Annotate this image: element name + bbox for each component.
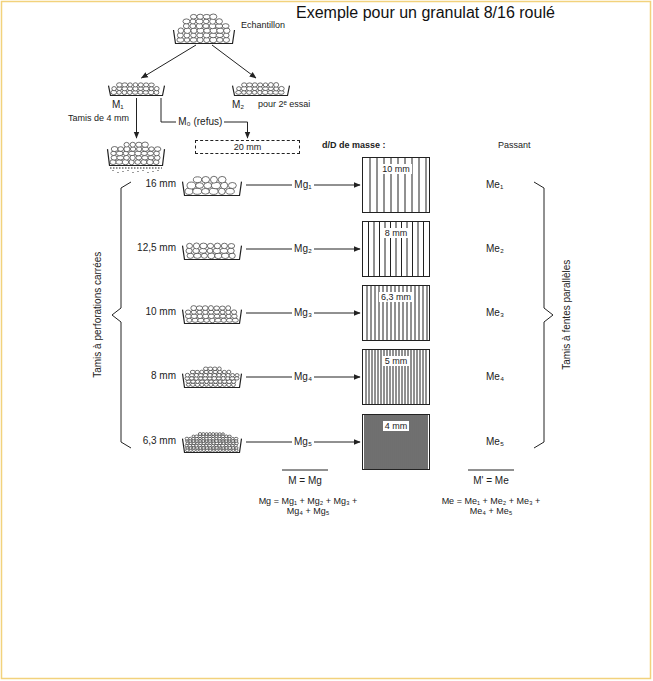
- right-bracket: [534, 182, 553, 448]
- mass-label: Me₁: [486, 179, 503, 191]
- slot-size: 4 mm: [383, 421, 410, 431]
- mass-label: Me₅: [486, 436, 504, 448]
- gravel-drawing: [232, 80, 290, 96]
- gravel-drawing: [173, 10, 235, 44]
- sieve-tray: Tamis de 4 mm: [107, 140, 165, 166]
- gravel-tray: 10 mm: [182, 302, 242, 324]
- sieve-group-label: Tamis à perforations carrées: [92, 252, 104, 378]
- slot-sieve: 4 mm: [362, 414, 430, 470]
- gravel-tray: M₁: [108, 80, 165, 96]
- node-label: 20 mm: [234, 142, 262, 152]
- edge-label: Mg₁: [292, 179, 313, 191]
- left-bracket: [112, 182, 131, 448]
- slot-sieve: 10 mm: [362, 157, 430, 213]
- node-label: 6,3 mm: [143, 435, 176, 447]
- title: Exemple pour un granulat 8/16 roulé: [296, 4, 555, 22]
- slot-size: 6,3 mm: [379, 292, 413, 302]
- edge-label: Mg₅: [292, 436, 314, 448]
- sample-pile: Echantillon: [173, 10, 235, 44]
- sieve-outline: 20 mm: [195, 140, 300, 154]
- node-label: M₁: [112, 99, 124, 111]
- sum-label: M' = Me: [473, 475, 509, 487]
- edge-label: Mg₄: [292, 371, 314, 383]
- column-heading: Passant: [498, 140, 531, 150]
- gravel-drawing: [182, 431, 242, 453]
- gravel-tray: 12,5 mm: [182, 238, 242, 260]
- flow-arrow: [212, 45, 256, 78]
- sieve-group-label: Tamis à fentes parallèles: [561, 260, 573, 370]
- edge-label: Mg₂: [292, 243, 314, 255]
- mass-label: Me₄: [486, 371, 504, 383]
- column-heading: d/D de masse :: [322, 140, 386, 150]
- node-label: Tamis de 4 mm: [68, 113, 129, 123]
- slot-sieve: 5 mm: [362, 349, 430, 405]
- gravel-drawing: [108, 80, 165, 96]
- gravel-tray: 8 mm: [182, 366, 242, 388]
- node-label: 16 mm: [145, 178, 176, 190]
- gravel-drawing: [182, 238, 242, 260]
- gravel-drawing: [182, 366, 242, 388]
- flow-arrow: [136, 98, 137, 138]
- node-label: 10 mm: [145, 306, 176, 318]
- gravel-tray: M₂pour 2ᵉ essai: [232, 80, 290, 96]
- node-label: 12,5 mm: [137, 242, 176, 254]
- formula: Mg = Mg₁ + Mg₂ + Mg₃ + Mg₄ + Mg₅: [258, 496, 358, 517]
- note: pour 2ᵉ essai: [258, 99, 310, 109]
- edge-label: Mg₃: [292, 307, 314, 319]
- gravel-drawing: [182, 302, 242, 324]
- gravel-drawing: [107, 140, 165, 166]
- gravel-tray: 16 mm: [182, 174, 242, 196]
- slot-sieve: 8 mm: [362, 221, 430, 277]
- sum-label: M = Mg: [288, 475, 322, 487]
- edge-label: M₀ (refus): [176, 116, 224, 128]
- node-label: M₂: [232, 99, 244, 111]
- node-label: Echantillon: [241, 20, 285, 30]
- flow-arrow: [142, 45, 197, 78]
- flow-arrow: [161, 98, 248, 138]
- gravel-tray: 6,3 mm: [182, 431, 242, 453]
- mass-label: Me₂: [486, 243, 504, 255]
- formula: Me = Me₁ + Me₂ + Me₃ + Me₄ + Me₅: [441, 496, 541, 517]
- gravel-drawing: [182, 174, 242, 196]
- slot-size: 10 mm: [380, 164, 412, 174]
- node-label: 8 mm: [151, 370, 176, 382]
- sum-line: [468, 470, 514, 471]
- slot-size: 5 mm: [383, 356, 410, 366]
- mass-label: Me₃: [486, 307, 504, 319]
- sum-line: [282, 470, 328, 471]
- slot-sieve: 6,3 mm: [362, 285, 430, 341]
- slot-size: 8 mm: [383, 228, 410, 238]
